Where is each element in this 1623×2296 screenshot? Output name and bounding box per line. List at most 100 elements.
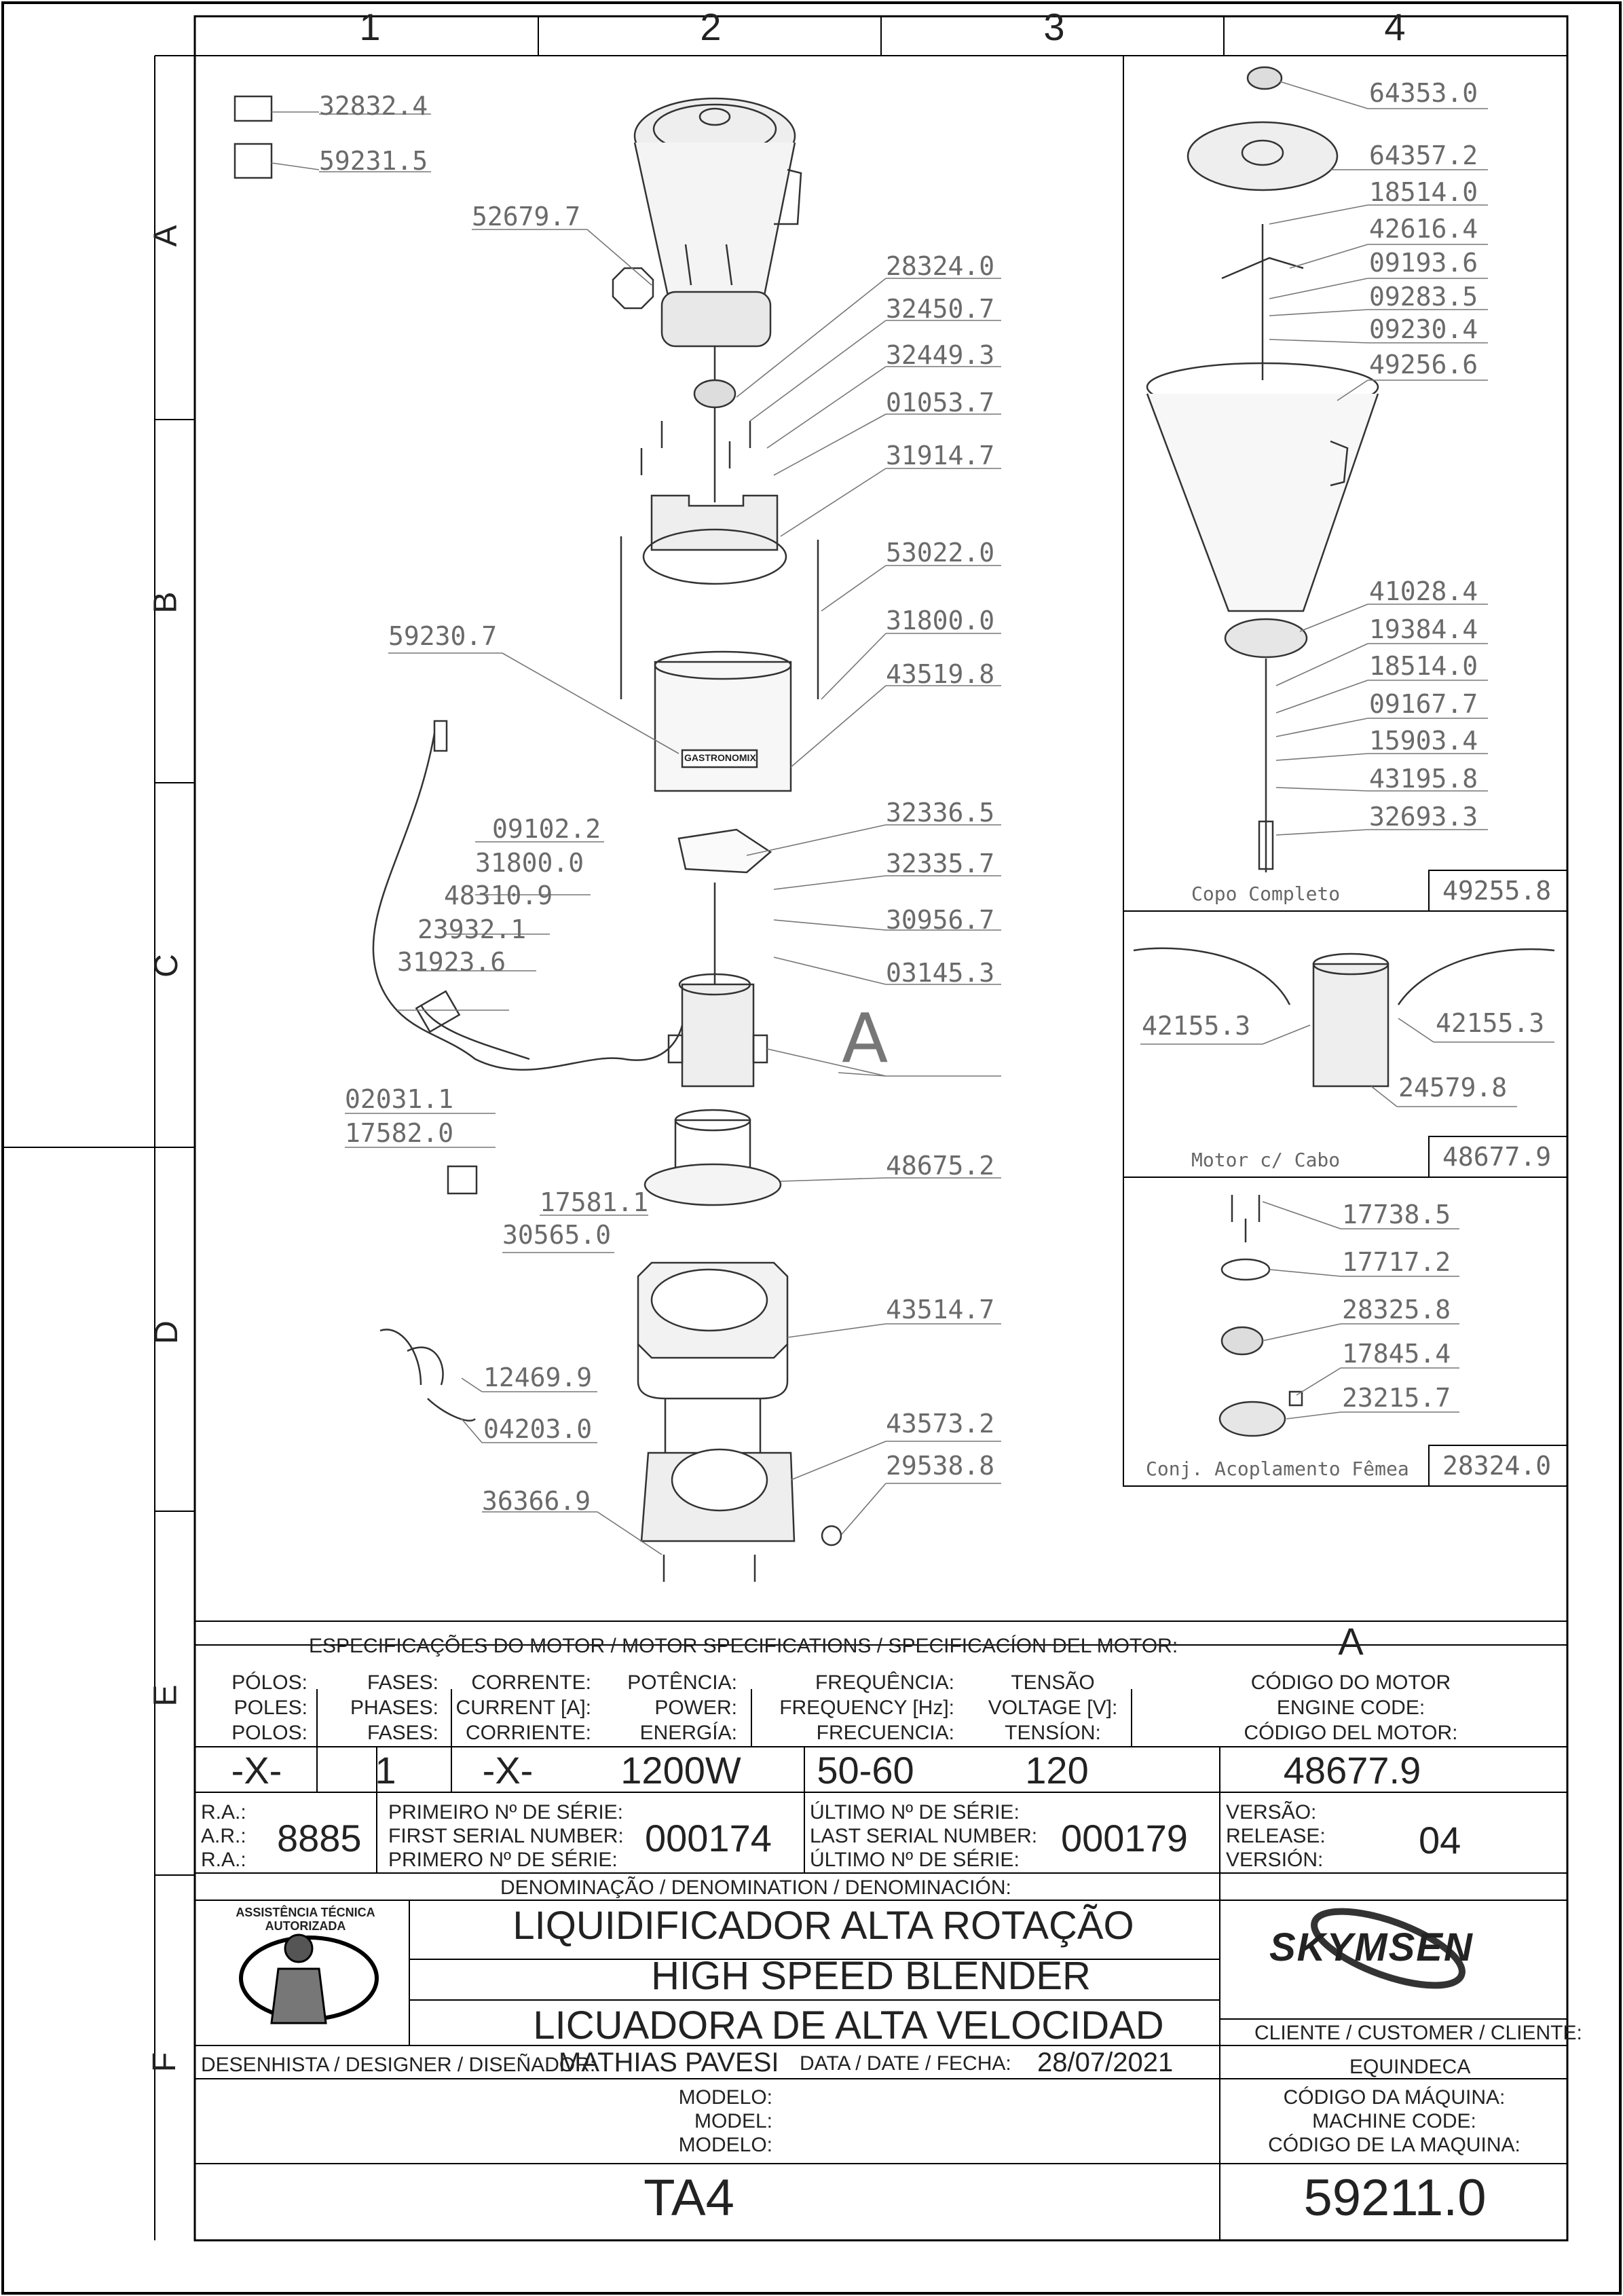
- designer-label: DESENHISTA / DESIGNER / DISEÑADOR:: [201, 2054, 596, 2076]
- part-label: 30956.7: [886, 905, 995, 935]
- brand-swoosh: [1311, 1908, 1466, 1989]
- part-label: 01053.7: [886, 388, 995, 418]
- grid-row-b: B: [147, 591, 184, 614]
- spec-value-poles: -X-: [231, 1749, 282, 1792]
- part-label: 31800.0: [475, 848, 584, 878]
- part-label: 18514.0: [1369, 651, 1478, 681]
- ra-value: 8885: [277, 1817, 362, 1859]
- part-label: 36366.9: [482, 1486, 591, 1516]
- part-label: 28325.8: [1342, 1295, 1451, 1325]
- part-label: 32336.5: [886, 798, 995, 828]
- grid-col-3: 3: [1043, 5, 1065, 48]
- part-label: 17845.4: [1342, 1339, 1451, 1369]
- part-label: 17581.1: [540, 1187, 649, 1217]
- part-label: 04203.0: [483, 1414, 593, 1444]
- coupling-assembly-code: 28324.0: [1442, 1451, 1552, 1481]
- machine-code-labels: CÓDIGO DA MÁQUINA:MACHINE CODE:CÓDIGO DE…: [1268, 2086, 1521, 2156]
- part-label: 43195.8: [1369, 764, 1478, 794]
- spec-value-phases: 1: [375, 1749, 396, 1792]
- ra-labels: R.A.:A.R.:R.A.:: [201, 1801, 246, 1871]
- model-value: TA4: [643, 2169, 734, 2227]
- part-label: 28324.0: [886, 251, 995, 281]
- spec-value-engine-code: 48677.9: [1283, 1749, 1421, 1792]
- part-label: 32693.3: [1369, 802, 1478, 832]
- part-label: 31800.0: [886, 606, 995, 635]
- part-label: 49256.6: [1369, 350, 1478, 379]
- part-label: 17738.5: [1342, 1200, 1451, 1229]
- part-label: 43514.7: [886, 1295, 995, 1325]
- denomination-en: HIGH SPEED BLENDER: [651, 1954, 1091, 1998]
- grid-col-1: 1: [359, 5, 381, 48]
- spec-label-power: POTÊNCIA:POWER:ENERGÍA:: [627, 1671, 737, 1744]
- part-label: 41028.4: [1369, 576, 1478, 606]
- part-label: 17717.2: [1342, 1247, 1451, 1277]
- last-serial-labels: ÚLTIMO Nº DE SÉRIE:LAST SERIAL NUMBER:ÚL…: [810, 1801, 1038, 1871]
- housing-brand: GASTRONOMIX: [684, 752, 756, 763]
- part-label: 31914.7: [886, 441, 995, 470]
- denomination-heading: DENOMINAÇÃO / DENOMINATION / DENOMINACIÓ…: [500, 1876, 1011, 1899]
- part-label: 42155.3: [1142, 1011, 1251, 1041]
- spec-label-frequency: FREQUÊNCIA:FREQUENCY [Hz]:FRECUENCIA:: [779, 1671, 954, 1744]
- part-label: 52679.7: [472, 202, 581, 232]
- spec-value-power: 1200W: [620, 1749, 741, 1792]
- part-label: 59231.5: [319, 146, 428, 176]
- part-label: 09193.6: [1369, 248, 1478, 278]
- part-label: 17582.0: [345, 1118, 454, 1148]
- seal-text: ASSISTÊNCIA TÉCNICA AUTORIZADA: [236, 1906, 375, 1933]
- part-label: 09230.4: [1369, 314, 1478, 344]
- part-label: 42616.4: [1369, 214, 1478, 244]
- version-labels: VERSÃO:RELEASE:VERSIÓN:: [1226, 1801, 1326, 1871]
- part-label: 24579.8: [1398, 1073, 1508, 1103]
- model-labels: MODELO:MODEL:MODELO:: [678, 2086, 772, 2156]
- part-label: 32832.4: [319, 91, 428, 121]
- part-label: 43519.8: [886, 659, 995, 689]
- part-label: 29538.8: [886, 1451, 995, 1481]
- last-serial-value: 000179: [1061, 1817, 1188, 1859]
- part-label: 18514.0: [1369, 177, 1478, 207]
- part-label: 32450.7: [886, 294, 995, 324]
- coupling-assembly-caption: Conj. Acoplamento Fêmea: [1146, 1458, 1409, 1480]
- denomination-es: LICUADORA DE ALTA VELOCIDAD: [533, 2003, 1164, 2048]
- grid-row-f: F: [147, 2052, 183, 2073]
- brand-logo: SKYMSEN: [1269, 1925, 1474, 1969]
- part-label: 32335.7: [886, 849, 995, 878]
- part-label: 64357.2: [1369, 141, 1478, 170]
- part-label: 42155.3: [1436, 1008, 1545, 1038]
- client-value: EQUINDECA: [1349, 2056, 1471, 2078]
- part-label: 23215.7: [1342, 1383, 1451, 1413]
- part-label: 53022.0: [886, 538, 995, 568]
- grid-col-2: 2: [700, 5, 722, 48]
- grid-row-a: A: [147, 225, 184, 247]
- part-label: 64353.0: [1369, 78, 1478, 108]
- part-label: 09102.2: [492, 814, 601, 844]
- motor-specs-heading: ESPECIFICAÇÕES DO MOTOR / MOTOR SPECIFIC…: [309, 1635, 1178, 1657]
- part-label: 43573.2: [886, 1409, 995, 1439]
- grid-col-4: 4: [1384, 5, 1406, 48]
- grid-row-c: C: [148, 954, 185, 978]
- denomination-pt: LIQUIDIFICADOR ALTA ROTAÇÃO: [512, 1904, 1134, 1948]
- date-label: DATA / DATE / FECHA:: [800, 2052, 1011, 2075]
- grid-row-e: E: [147, 1684, 184, 1707]
- spec-label-phases: FASES:PHASES:FASES:: [350, 1671, 439, 1744]
- part-label: 19384.4: [1369, 614, 1478, 644]
- part-label: 12469.9: [483, 1363, 593, 1392]
- cup-assembly-caption: Copo Completo: [1191, 883, 1341, 905]
- first-serial-labels: PRIMEIRO Nº DE SÉRIE:FIRST SERIAL NUMBER…: [388, 1801, 624, 1871]
- part-label: 09283.5: [1369, 282, 1478, 312]
- motor-assembly-code: 48677.9: [1442, 1142, 1552, 1172]
- motor-ref-letter: A: [842, 999, 889, 1078]
- part-label: 31923.6: [397, 947, 506, 977]
- seal-emblem: [239, 1933, 379, 2024]
- spec-value-current: -X-: [482, 1749, 534, 1792]
- client-label: CLIENTE / CUSTOMER / CLIENTE:: [1254, 2022, 1582, 2044]
- machine-code-value: 59211.0: [1303, 2169, 1487, 2227]
- part-label: 59230.7: [388, 621, 498, 651]
- part-label: 30565.0: [502, 1220, 612, 1250]
- part-label: 15903.4: [1369, 726, 1478, 756]
- spec-value-frequency: 50-60: [817, 1749, 914, 1792]
- part-label: 03145.3: [886, 958, 995, 988]
- part-label: 09167.7: [1369, 689, 1478, 719]
